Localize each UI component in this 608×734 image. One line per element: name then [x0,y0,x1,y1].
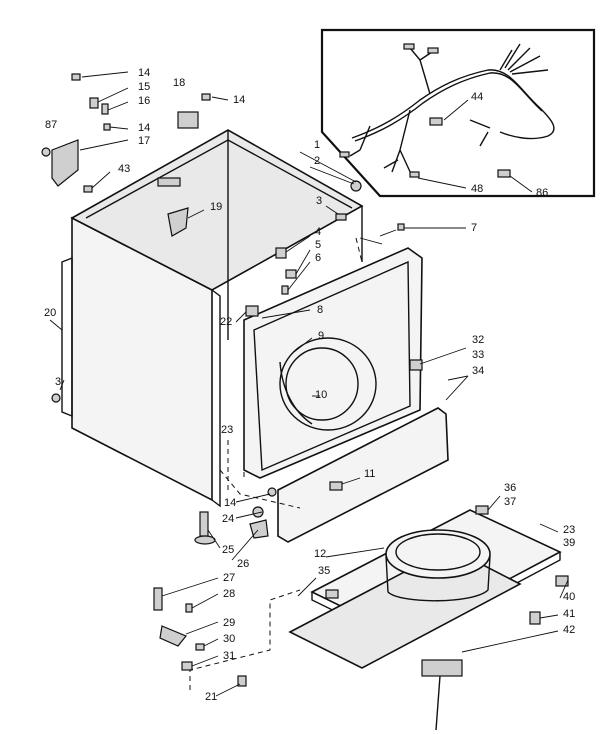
callout-label-23: 23 [563,524,575,536]
callout-label-18: 18 [173,77,185,89]
callout-label-1: 1 [314,139,320,151]
callout-label-3: 3 [316,195,322,207]
callout-label-20: 20 [44,307,56,319]
callout-label-43: 43 [118,163,130,175]
callout-label-14: 14 [138,122,150,134]
callout-label-8: 8 [317,304,323,316]
front-panel [235,223,467,479]
callout-label-35: 35 [318,565,330,577]
callout-label-87: 87 [45,119,57,131]
callout-label-37: 37 [504,496,516,508]
callout-label-23: 23 [221,424,233,436]
callout-label-39: 39 [563,537,575,549]
callout-label-5: 5 [315,239,321,251]
callout-label-19: 19 [210,201,222,213]
callout-label-7: 7 [471,222,477,234]
callout-label-26: 26 [237,558,249,570]
callout-label-44: 44 [471,91,483,103]
callout-label-14: 14 [224,497,236,509]
callout-label-15: 15 [138,81,150,93]
callout-label-30: 30 [223,633,235,645]
callout-label-6: 6 [315,252,321,264]
callout-label-41: 41 [563,608,575,620]
callout-label-16: 16 [138,95,150,107]
callout-label-17: 17 [138,135,150,147]
top-left-hardware [41,71,362,403]
callout-label-27: 27 [223,572,235,584]
callout-label-86: 86 [536,187,548,199]
callout-label-12: 12 [314,548,326,560]
callout-label-48: 48 [471,183,483,195]
callout-label-24: 24 [222,513,234,525]
callout-label-2: 2 [314,155,320,167]
toe-kick-panel [277,375,469,543]
callout-label-4: 4 [315,226,321,238]
callout-label-40: 40 [563,591,575,603]
callout-label-32: 32 [472,334,484,346]
lower-left-hardware [153,237,363,697]
callout-label-36: 36 [504,482,516,494]
callout-label-14: 14 [233,94,245,106]
base [288,495,569,731]
callout-label-34: 34 [472,365,484,377]
callout-label-29: 29 [223,617,235,629]
wiring-harness-inset [320,28,596,198]
callout-label-28: 28 [223,588,235,600]
callout-label-25: 25 [222,544,234,556]
callout-label-9: 9 [318,330,324,342]
callout-label-42: 42 [563,624,575,636]
callout-label-14: 14 [138,67,150,79]
callout-label-22: 22 [220,316,232,328]
callout-label-31: 31 [223,650,235,662]
callout-label-11: 11 [364,468,375,480]
cabinet [61,129,364,508]
callout-label-10: 10 [315,389,327,401]
callout-label-33: 33 [472,349,484,361]
callout-label-21: 21 [205,691,217,703]
callout-label-3: 3 [55,376,61,388]
